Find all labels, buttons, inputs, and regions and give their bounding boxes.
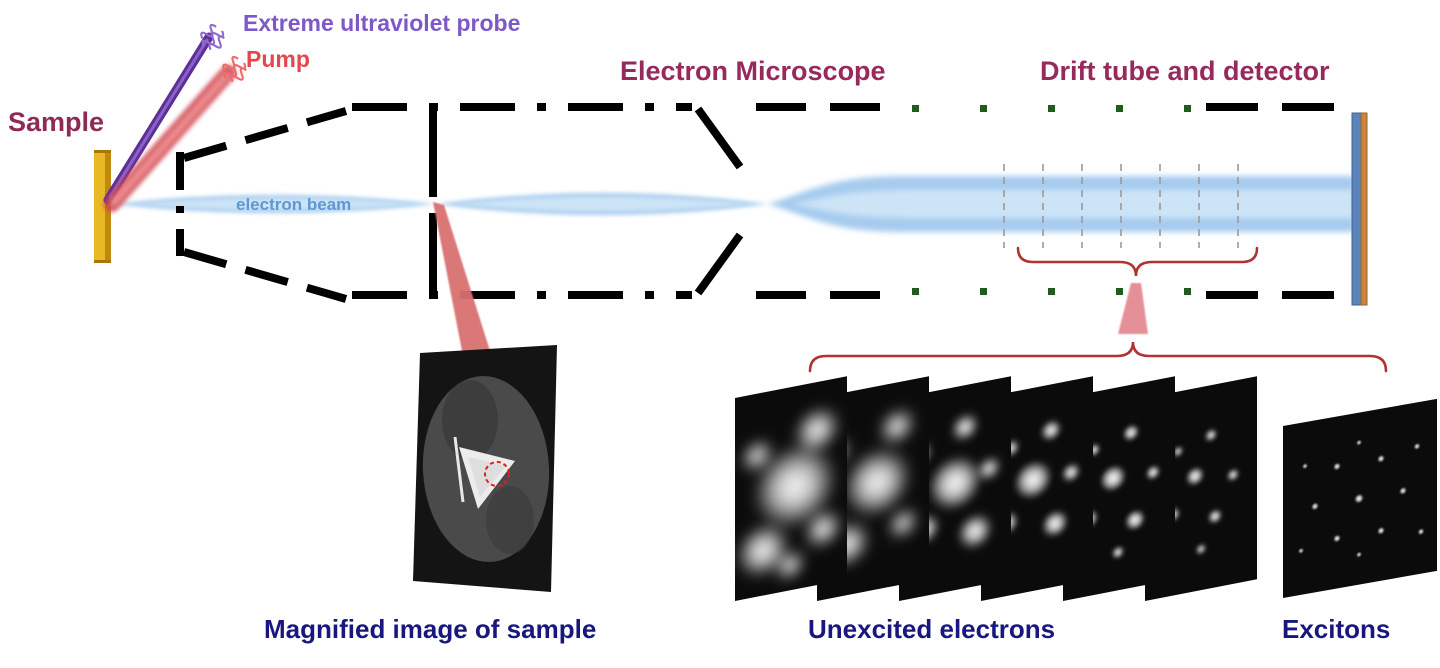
drift-to-frames-cone: [1118, 283, 1148, 334]
unexcited-electron-frames: [735, 376, 1257, 601]
drift-section-brace: [1016, 246, 1259, 277]
electron-microscope-title: Electron Microscope: [620, 56, 886, 86]
drift-tube-grid-lines: [1003, 164, 1239, 248]
pump-pulse-icon: [222, 55, 247, 83]
electron-beam: [112, 176, 1354, 232]
unexcited-electrons-caption: Unexcited electrons: [808, 614, 1056, 644]
drift-tube-dots: [912, 105, 1191, 295]
sample-image-cone: [433, 202, 503, 397]
excitons-caption: Excitons: [1282, 614, 1391, 644]
electron-beam-label: electron beam: [236, 195, 352, 214]
exciton-frame: [1283, 398, 1437, 598]
frames-brace: [808, 341, 1388, 373]
uv-pulse-icon: [200, 23, 225, 51]
electron-frame-1: [735, 376, 847, 601]
uv-probe-beam: [103, 32, 214, 205]
pump-beam: [104, 65, 236, 212]
pump-label: Pump: [246, 46, 310, 72]
magnified-sample-image: [413, 345, 557, 592]
microscope-column-outline: [176, 103, 1350, 303]
uv-probe-label: Extreme ultraviolet probe: [243, 10, 521, 36]
sample-label: Sample: [8, 107, 105, 137]
region-of-interest-circle: [484, 461, 510, 487]
detector-bar: [1351, 112, 1368, 306]
drift-tube-title: Drift tube and detector: [1040, 56, 1330, 86]
magnified-image-caption: Magnified image of sample: [264, 614, 597, 644]
